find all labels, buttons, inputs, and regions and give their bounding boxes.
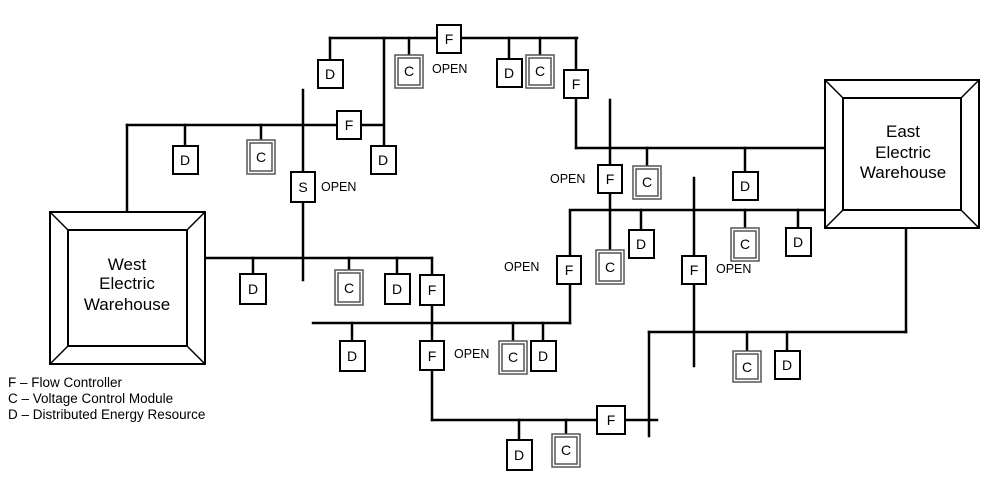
- voltage-control-module: C: [595, 249, 625, 285]
- legend-item: F – Flow Controller: [8, 375, 123, 390]
- east-electric-warehouse: East Electric Warehouse: [824, 79, 980, 229]
- switch: S: [290, 171, 316, 203]
- der-letter: D: [740, 178, 750, 194]
- der-letter: D: [538, 348, 548, 364]
- distributed-energy-resource: D: [239, 273, 267, 305]
- distributed-energy-resource: D: [384, 273, 411, 305]
- vcm-letter: C: [740, 236, 750, 252]
- der-letter: D: [378, 152, 388, 168]
- vcm-letter: C: [344, 280, 354, 296]
- vcm-letter: C: [535, 63, 545, 79]
- west-warehouse-line-1: West: [108, 255, 147, 274]
- distributed-energy-resource: D: [506, 439, 533, 471]
- voltage-control-module: C: [394, 54, 424, 89]
- der-letter: D: [636, 236, 646, 252]
- distributed-energy-resource: D: [732, 171, 759, 201]
- switch-letter: S: [298, 179, 307, 195]
- der-letter: D: [392, 281, 402, 297]
- flow-controller-letter: F: [565, 262, 574, 278]
- distributed-energy-resource: D: [785, 227, 812, 257]
- open-label: OPEN: [716, 262, 751, 276]
- distributed-energy-resource: D: [370, 145, 397, 175]
- flow-controller-letter: F: [606, 171, 615, 187]
- flow-controller: F: [556, 255, 582, 285]
- distributed-energy-resource: D: [496, 58, 523, 88]
- flow-controller-letter: F: [428, 348, 437, 364]
- east-warehouse-line-1: East: [886, 122, 920, 141]
- flow-controller-letter: F: [445, 31, 454, 47]
- flow-controller: F: [597, 164, 623, 194]
- legend: F – Flow Controller C – Voltage Control …: [8, 375, 205, 422]
- flow-controller: F: [563, 69, 589, 99]
- open-label: OPEN: [550, 172, 585, 186]
- vcm-letter: C: [742, 359, 752, 375]
- flow-controller-letter: F: [428, 282, 437, 298]
- east-warehouse-line-3: Warehouse: [860, 163, 946, 182]
- vcm-letter: C: [256, 149, 266, 165]
- flow-controller: F: [596, 405, 626, 435]
- flow-controller: F: [419, 340, 445, 371]
- distributed-energy-resource: D: [628, 229, 655, 259]
- der-letter: D: [347, 348, 357, 364]
- flow-controller-letter: F: [607, 412, 616, 428]
- distributed-energy-resource: D: [774, 350, 801, 380]
- vcm-letter: C: [605, 259, 615, 275]
- legend-item: C – Voltage Control Module: [8, 391, 173, 406]
- voltage-control-module: C: [498, 340, 528, 375]
- voltage-control-module: C: [632, 165, 662, 200]
- flow-controller-letter: F: [345, 117, 354, 133]
- open-label: OPEN: [432, 62, 467, 76]
- vcm-letter: C: [508, 349, 518, 365]
- east-warehouse-line-2: Electric: [875, 143, 931, 162]
- der-letter: D: [180, 152, 190, 168]
- der-letter: D: [782, 357, 792, 373]
- distributed-energy-resource: D: [339, 340, 366, 372]
- west-warehouse-line-3: Warehouse: [84, 295, 170, 314]
- legend-item: D – Distributed Energy Resource: [8, 407, 205, 422]
- open-label: OPEN: [504, 260, 539, 274]
- west-warehouse-line-2: Electric: [99, 274, 155, 293]
- voltage-control-module: C: [551, 433, 581, 468]
- flow-controller: F: [336, 110, 362, 140]
- voltage-control-module: C: [732, 350, 762, 383]
- flow-controller: F: [436, 24, 462, 54]
- voltage-control-module: C: [334, 269, 364, 306]
- der-letter: D: [325, 66, 335, 82]
- west-electric-warehouse: West Electric Warehouse: [49, 211, 206, 365]
- der-letter: D: [514, 447, 524, 463]
- voltage-control-module: C: [730, 227, 760, 262]
- der-letter: D: [248, 281, 258, 297]
- flow-controller: F: [419, 274, 445, 306]
- voltage-control-module: C: [525, 54, 555, 89]
- open-label: OPEN: [321, 180, 356, 194]
- vcm-letter: C: [642, 174, 652, 190]
- vcm-letter: C: [561, 442, 571, 458]
- open-label: OPEN: [454, 347, 489, 361]
- flow-controller: F: [681, 255, 707, 285]
- distributed-energy-resource: D: [172, 145, 199, 175]
- distributed-energy-resource: D: [530, 340, 557, 372]
- vcm-letter: C: [404, 63, 414, 79]
- flow-controller-letter: F: [690, 262, 699, 278]
- der-letter: D: [793, 234, 803, 250]
- flow-controller-letter: F: [572, 76, 581, 92]
- der-letter: D: [504, 65, 514, 81]
- voltage-control-module: C: [246, 139, 276, 175]
- distributed-energy-resource: D: [317, 59, 344, 89]
